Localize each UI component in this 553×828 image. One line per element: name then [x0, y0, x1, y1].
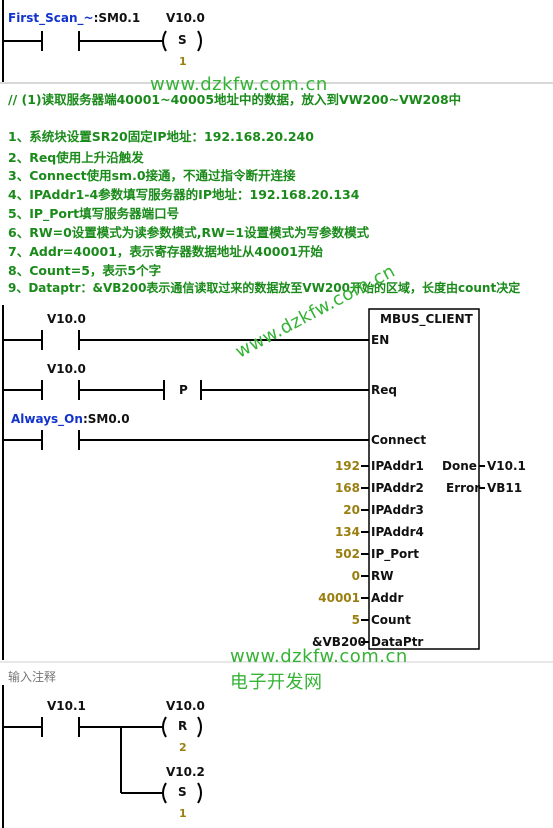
value-count[interactable]: 5	[351, 613, 360, 627]
pin-ipaddr3: IPAddr3	[371, 503, 424, 517]
reset-coil-count: 2	[179, 741, 187, 754]
network-comment-title: // (1)读取服务器端40001~40005地址中的数据，放入到VW200~V…	[8, 92, 462, 107]
watermark-url-3: www.dzkfw.com.cn	[230, 646, 408, 667]
first-scan-symbol: First_Scan_~	[8, 11, 94, 25]
always-on-contact[interactable]	[40, 430, 82, 450]
pin-dataptr: DataPtr	[371, 635, 424, 649]
v10-1-contact-address: V10.1	[47, 699, 86, 713]
comment-line-2: 2、Req使用上升沿触发	[8, 150, 144, 165]
reset-coil-type: R	[178, 719, 188, 733]
positive-edge-label: P	[179, 383, 188, 397]
comment-line-9: 9、Dataptr：&VB200表示通信读取过来的数据放至VW200开始的区域，…	[8, 281, 521, 295]
set-coil-address: V10.0	[166, 11, 205, 25]
network-comment-placeholder[interactable]: 输入注释	[8, 670, 57, 684]
value-ipaddr2[interactable]: 168	[334, 481, 360, 495]
set-coil-count: 1	[179, 55, 187, 68]
req-contact[interactable]	[40, 380, 82, 400]
pin-ip-port: IP_Port	[371, 547, 419, 561]
pin-connect: Connect	[371, 433, 427, 447]
pin-ipaddr4: IPAddr4	[371, 525, 424, 539]
set-coil-2-type: S	[178, 785, 187, 799]
set-coil-2-count: 1	[179, 807, 187, 820]
value-ip-port[interactable]: 502	[334, 547, 360, 561]
always-on-label: Always_On:SM0.0	[11, 412, 130, 426]
first-scan-address: :SM0.1	[93, 11, 141, 25]
value-dataptr[interactable]: &VB200	[312, 635, 366, 649]
value-ipaddr3[interactable]: 20	[343, 503, 360, 517]
positive-edge-contact[interactable]	[162, 380, 204, 400]
value-done[interactable]: V10.1	[487, 459, 526, 473]
pin-rw: RW	[371, 569, 394, 583]
v10-1-contact[interactable]	[40, 717, 82, 737]
pin-done: Done	[442, 459, 477, 473]
pin-req: Req	[371, 383, 397, 397]
block-title: MBUS_CLIENT	[380, 312, 473, 326]
set-coil-type: S	[178, 33, 187, 47]
comment-line-7: 7、Addr=40001，表示寄存器数据地址从40001开始	[8, 244, 323, 259]
comment-line-6: 6、RW=0设置模式为读参数模式,RW=1设置模式为写参数模式	[8, 225, 370, 240]
comment-line-1: 1、系统块设置SR20固定IP地址：192.168.20.240	[8, 129, 314, 144]
always-on-address: :SM0.0	[82, 412, 130, 426]
value-error[interactable]: VB11	[487, 481, 523, 495]
watermark-url-1: www.dzkfw.com.cn	[150, 74, 328, 95]
value-addr[interactable]: 40001	[318, 591, 360, 605]
en-contact-address: V10.0	[47, 312, 86, 326]
pin-ipaddr1: IPAddr1	[371, 459, 424, 473]
pin-addr: Addr	[371, 591, 404, 605]
comment-line-3: 3、Connect使用sm.0接通，不通过指令断开连接	[8, 168, 296, 183]
pin-count: Count	[371, 613, 411, 627]
comment-line-5: 5、IP_Port填写服务器端口号	[8, 206, 180, 221]
first-scan-label: First_Scan_~:SM0.1	[8, 11, 140, 25]
req-contact-address: V10.0	[47, 362, 86, 376]
pin-en: EN	[371, 333, 390, 347]
always-on-symbol: Always_On	[11, 412, 83, 426]
set-coil-2-address: V10.2	[166, 765, 205, 779]
en-contact[interactable]	[40, 330, 82, 350]
watermark-name: 电子开发网	[230, 672, 323, 693]
pin-ipaddr2: IPAddr2	[371, 481, 424, 495]
first-scan-contact[interactable]	[40, 31, 82, 51]
value-ipaddr1[interactable]: 192	[334, 459, 360, 473]
value-ipaddr4[interactable]: 134	[334, 525, 360, 539]
comment-line-4: 4、IPAddr1-4参数填写服务器的IP地址：192.168.20.134	[8, 187, 360, 202]
pin-error: Error	[446, 481, 481, 495]
value-rw[interactable]: 0	[351, 569, 360, 583]
comment-line-8: 8、Count=5，表示5个字	[8, 263, 162, 278]
reset-coil-address: V10.0	[166, 699, 205, 713]
